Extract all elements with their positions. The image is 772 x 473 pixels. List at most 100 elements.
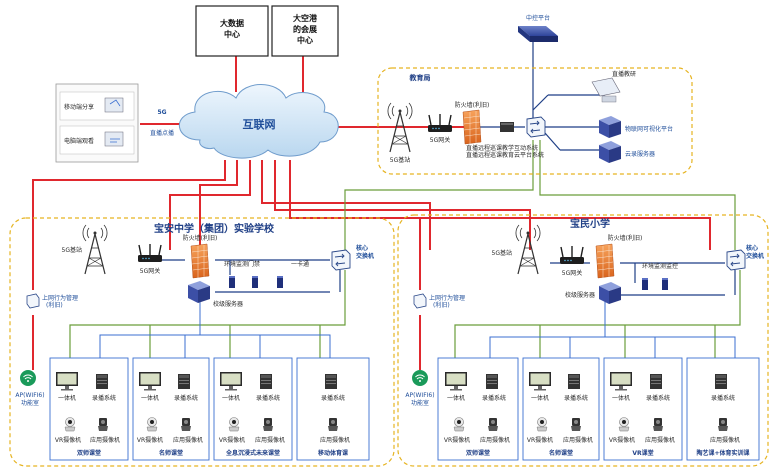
b1-vr-camera-label: VR摄像机 [444,436,470,444]
bureau-5g-tower-label: 5G基站 [390,156,410,164]
a3-app-camera-label: 应用摄像机 [255,436,285,444]
5g-label: 5G [157,109,166,116]
green-links [69,140,741,360]
bureau-appliance-icon [500,122,514,132]
school-b-5g-tower-icon [515,224,541,275]
school-b-5g-gateway-icon [559,245,585,265]
a2-vr-camera-label: VR摄像机 [137,436,163,444]
school-a-5g-gateway-icon [137,243,163,263]
remote-terminal-icon [591,77,621,103]
a2-recorder-icon [178,374,190,389]
b1-recorder-icon [486,374,498,389]
school-b-firewall-icon [595,243,615,279]
a3-recorder-label: 录播系统 [256,394,280,402]
school-a-firewall-label: 防火墙(利旧) [183,234,218,242]
exhibition-center-label-3: 中心 [297,35,313,45]
school-b-core-switch-label-1: 核心 [746,244,758,252]
school-a-env-label: 环境监测门禁 [224,260,260,268]
school-a-5g-tower-icon [82,224,108,275]
bureau-note-1: 直播远程巡课教学互动系统 [466,144,538,152]
school-b-5g-gateway-label: 5G网关 [562,269,582,277]
school-a-behavior-mgmt-label-1: 上网行为管理 [42,294,78,302]
exhibition-center-label-1: 大空港 [293,13,318,23]
a2-vr-camera-icon [146,417,158,432]
a2-all-in-one-label: 一体机 [141,394,159,402]
bureau-core-switch-icon [526,116,546,138]
red-links [32,55,711,370]
exhibition-center: 大空港 的会展 中心 [271,5,339,57]
school-a-5g-gateway-label: 5G网关 [140,267,160,275]
a3-room-name: 全息沉浸式未来课堂 [225,449,280,457]
b1-recorder-label: 录播系统 [482,394,506,402]
school-a-core-switch-label-2: 交换机 [356,252,374,260]
b4-app-camera-icon [718,418,728,431]
school-b-ap-wifi-icon [411,369,429,387]
a3-vr-camera-label: VR摄像机 [219,436,245,444]
school-b-title: 宝民小学 [570,217,610,230]
b2-recorder-icon [568,374,580,389]
b3-room-name: VR课堂 [632,449,653,457]
school-a-room-1: 一体机 录播系统 VR摄像机 应用摄像机 双师课堂 [49,357,129,461]
school-b-campus-server-icon [599,282,621,304]
school-b-behavior-mgmt-icon [413,293,427,309]
school-a-behavior-mgmt-label-2: (利旧) [46,301,63,309]
school-b-firewall-label: 防火墙(利旧) [608,234,643,242]
a3-all-in-one-label: 一体机 [222,394,240,402]
school-a-title: 宝安中学（集团）实验学校 [154,222,275,235]
exhibition-center-label-2: 的会展 [293,24,317,34]
blue-links [99,292,736,360]
b4-recorder-icon [715,374,727,389]
school-a-campus-server-icon [188,281,210,303]
b4-room-name: 陶艺课+体育实训课 [696,449,750,457]
cloud-server-label: 云录服务器 [625,150,655,158]
school-a-campus-server-label: 校级服务器 [213,300,243,308]
school-a-ap-label-2: 功能室 [21,399,39,407]
b1-room-name: 双师课堂 [466,449,490,457]
school-a-5g-tower-label: 5G基站 [62,246,82,254]
school-b-room-4: 录播系统 应用摄像机 陶艺课+体育实训课 [686,357,760,461]
school-b-campus-server-label: 校级服务器 [565,291,595,299]
b2-room-name: 名师课堂 [549,449,573,457]
b1-all-in-one-label: 一体机 [447,394,465,402]
school-a-room-4: 录播系统 应用摄像机 移动体育课 [296,357,370,461]
a4-recorder-icon [325,374,337,389]
school-b-core-switch-icon [726,249,746,271]
big-data-center-label-2: 中心 [224,29,240,39]
b2-vr-camera-label: VR摄像机 [527,436,553,444]
b2-app-camera-icon [571,418,581,431]
bureau-5g-gateway-icon [427,113,453,133]
central-control-platform: 中控平台 [518,14,558,42]
a2-room-name: 名师课堂 [159,449,183,457]
panel-device-2-icon [104,131,124,147]
school-a-ap-wifi-icon [19,369,37,387]
big-data-center-label-1: 大数据 [220,18,244,28]
school-a-behavior-mgmt-icon [26,293,40,309]
b3-recorder-label: 录播系统 [646,394,670,402]
a4-room-name: 移动体育课 [318,449,349,457]
school-b-core-switch-label-2: 交换机 [746,252,764,260]
school-b-behavior-mgmt-label-1: 上网行为管理 [429,294,465,302]
a3-recorder-icon [260,374,272,389]
b2-all-in-one-label: 一体机 [531,394,549,402]
school-a-core-switch-icon [331,249,351,271]
a2-app-camera-label: 应用摄像机 [173,436,203,444]
a1-all-in-one-label: 一体机 [58,394,76,402]
a2-recorder-label: 录播系统 [174,394,198,402]
education-bureau-zone: 教育局 [377,67,693,175]
school-a-zone: 宝安中学（集团）实验学校 [9,217,395,467]
school-b-ap-label-2: 功能室 [411,399,429,407]
b4-app-camera-label: 应用摄像机 [710,436,740,444]
b3-app-camera-icon [653,418,663,431]
school-a-env-sensor-icon [229,276,283,288]
b1-app-camera-icon [488,418,498,431]
iot-platform-icon [599,116,621,138]
a2-app-camera-icon [181,418,191,431]
school-b-room-2: 一体机 录播系统 VR摄像机 应用摄像机 名师课堂 [522,357,600,461]
school-b-zone: 宝民小学 [397,214,769,467]
a1-recorder-icon [96,374,108,389]
bureau-firewall-label: 防火墙(利旧) [455,101,490,109]
a3-vr-camera-icon [228,417,240,432]
5g-direct-point-label: 直播点播 [150,129,174,137]
panel-device-1-icon [104,97,124,113]
